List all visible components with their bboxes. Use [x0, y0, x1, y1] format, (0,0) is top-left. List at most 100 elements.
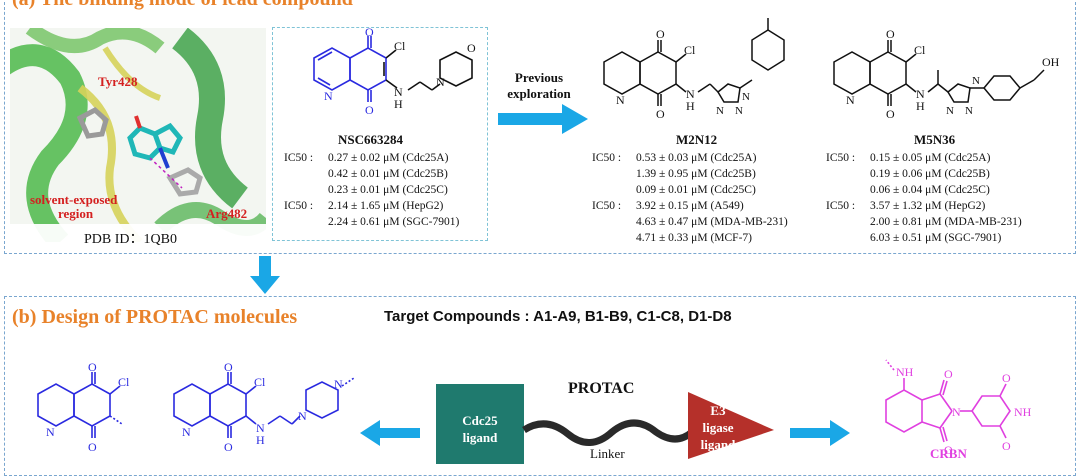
ic50-row-label [592, 182, 636, 198]
atom-nh-n: N [394, 85, 403, 99]
ic50-row: 1.39 ± 0.95 μM (Cdc25B) [592, 166, 788, 182]
ic50-row-value: 0.42 ± 0.01 μM (Cdc25B) [328, 168, 448, 180]
ic50-row-label [284, 214, 328, 230]
lead-compound-box [272, 27, 488, 241]
linker-label: Linker [590, 446, 625, 461]
ic50-row: 0.06 ± 0.04 μM (Cdc25C) [826, 182, 1022, 198]
pip-atom-n-1: N [298, 409, 307, 423]
target-compounds-label: Target Compounds : A1-A9, B1-B9, C1-C8, … [384, 308, 732, 325]
ic50-row-label: IC50 : [284, 152, 314, 164]
ic50-row-value: 0.15 ± 0.05 μM (Cdc25A) [870, 152, 991, 164]
linker-chain [522, 419, 695, 446]
m2n12-atom-n-triazole-1: N [716, 105, 724, 117]
ic50-row-value: 6.03 ± 0.51 μM (SGC-7901) [870, 232, 1002, 244]
nsc663284-structure: O O N Cl N H N O [313, 25, 476, 117]
ic50-row-label: IC50 : [826, 152, 856, 164]
ic50-row-value: 0.06 ± 0.04 μM (Cdc25C) [870, 184, 990, 196]
ic50-row: 4.63 ± 0.47 μM (MDA-MB-231) [592, 214, 788, 230]
m2n12-atom-h-amine: H [686, 99, 695, 113]
previous-exploration-arrow [498, 104, 588, 134]
crbn-atom-o-4: O [1002, 439, 1011, 453]
residue-tyr428-label: Tyr428 [98, 74, 138, 89]
ic50-row-value: 4.63 ± 0.47 μM (MDA-MB-231) [636, 216, 788, 228]
ic50-row-label [284, 182, 328, 198]
m2n12-name: M2N12 [676, 132, 718, 147]
atom-o-top: O [365, 25, 374, 39]
m5n36-structure: O O N Cl N H N N N OH [833, 27, 1060, 121]
ic50-row: 2.00 ± 0.81 μM (MDA-MB-231) [826, 214, 1022, 230]
atom-nh-h: H [394, 97, 403, 111]
ic50-row: 0.19 ± 0.06 μM (Cdc25B) [826, 166, 1022, 182]
ic50-row: IC50 : 3.57 ± 1.32 μM (HepG2) [826, 198, 1022, 214]
left-arrow-to-ligand [360, 420, 420, 446]
ic50-row: IC50 : 0.15 ± 0.05 μM (Cdc25A) [826, 150, 1022, 166]
pip-atom-h-amine: H [256, 433, 265, 447]
ic50-row-value: 2.24 ± 0.61 μM (SGC-7901) [328, 216, 460, 228]
ic50-row-value: 0.23 ± 0.01 μM (Cdc25C) [328, 184, 448, 196]
pdb-id-label: PDB ID：1QB0 [84, 232, 177, 247]
m2n12-atom-n-triazole-3: N [742, 91, 750, 103]
protein-ribbon-graphic [10, 28, 266, 242]
fragment-atom-n: N [46, 425, 55, 439]
fragment-atom-o-bottom: O [88, 440, 97, 454]
ic50-row-value: 3.92 ± 0.15 μM (A549) [636, 200, 744, 212]
arrow-label-line2: exploration [507, 86, 571, 101]
m2n12-atom-n-triazole-2: N [735, 105, 743, 117]
crbn-atom-o-2: O [944, 443, 953, 457]
ic50-row-value: 0.53 ± 0.03 μM (Cdc25A) [636, 152, 757, 164]
m5n36-atom-n-triazole-1: N [946, 105, 954, 117]
ic50-row: 0.23 ± 0.01 μM (Cdc25C) [284, 182, 459, 198]
ic50-row: 0.42 ± 0.01 μM (Cdc25B) [284, 166, 459, 182]
ic50-row-label [592, 214, 636, 230]
ic50-row-label [592, 166, 636, 182]
crbn-label: CRBN [930, 446, 967, 461]
fragment-atom-cl: Cl [118, 375, 130, 389]
ic50-row: 6.03 ± 0.51 μM (SGC-7901) [826, 230, 1022, 246]
protac-label: PROTAC [568, 380, 635, 397]
ic50-row-value: 1.39 ± 0.95 μM (Cdc25B) [636, 168, 756, 180]
arrow-label-line1: Previous [514, 70, 564, 85]
lead-compound-name: NSC663284 [338, 132, 404, 147]
atom-n-ring: N [324, 89, 333, 103]
protac-schematic [436, 384, 774, 464]
panel-b-title: (b) Design of PROTAC molecules [12, 306, 298, 328]
ic50-row-label [826, 166, 870, 182]
m5n36-atom-o-bottom: O [886, 107, 895, 121]
m5n36-atom-o-top: O [886, 27, 895, 41]
protein-binding-image: Tyr428 solvent-exposed region Arg482 [10, 28, 266, 242]
fragment-atom-o-top: O [88, 360, 97, 374]
ic50-row: 4.71 ± 0.33 μM (MCF-7) [592, 230, 788, 246]
ic50-row-label: IC50 : [826, 200, 856, 212]
ic50-row-value: 2.00 ± 0.81 μM (MDA-MB-231) [870, 216, 1022, 228]
m2n12-ic50-list: IC50 :0.53 ± 0.03 μM (Cdc25A)1.39 ± 0.95… [592, 150, 788, 246]
m5n36-atom-n-triazole-3: N [972, 75, 980, 87]
m2n12-atom-n-amine: N [686, 87, 695, 101]
ic50-row: 0.09 ± 0.01 μM (Cdc25C) [592, 182, 788, 198]
ic50-row-label [592, 230, 636, 246]
ic50-row: IC50 : 3.92 ± 0.15 μM (A549) [592, 198, 788, 214]
ic50-row-value: 0.19 ± 0.06 μM (Cdc25B) [870, 168, 990, 180]
ic50-row-value: 0.09 ± 0.01 μM (Cdc25C) [636, 184, 756, 196]
lead-ic50-list: IC50 :0.27 ± 0.02 μM (Cdc25A) 0.42 ± 0.01… [284, 150, 459, 230]
ic50-row-label: IC50 : [592, 200, 622, 212]
ic50-row: IC50 :0.27 ± 0.02 μM (Cdc25A) [284, 150, 459, 166]
ic50-row: IC50 :0.53 ± 0.03 μM (Cdc25A) [592, 150, 788, 166]
cdc25-ligand-box [436, 384, 524, 464]
m2n12-atom-n-ring: N [616, 93, 625, 107]
piperazine-fragment-structure: O O N Cl N H N N [173, 360, 355, 454]
panel-transition-arrow [250, 256, 280, 294]
atom-o-bottom: O [365, 103, 374, 117]
ic50-row-label [826, 214, 870, 230]
crbn-atom-nh-glut: NH [1014, 405, 1032, 419]
m5n36-ic50-list: IC50 : 0.15 ± 0.05 μM (Cdc25A) 0.19 ± 0.06… [826, 150, 1022, 246]
atom-n-morpholine: N [436, 75, 445, 89]
panel-a-title: (a) The binding mode of lead compound [12, 0, 353, 11]
m2n12-atom-o-top: O [656, 27, 665, 41]
ic50-row-value: 3.57 ± 1.32 μM (HepG2) [870, 200, 986, 212]
ic50-row-value: 2.14 ± 1.65 μM (HepG2) [328, 200, 444, 212]
m2n12-atom-o-bottom: O [656, 107, 665, 121]
residue-arg482-label: Arg482 [206, 206, 248, 221]
crbn-atom-o-1: O [944, 367, 953, 381]
crbn-ligand-structure: NH N O O O O NH [885, 359, 1032, 457]
panel-a-frame [4, 0, 1076, 254]
